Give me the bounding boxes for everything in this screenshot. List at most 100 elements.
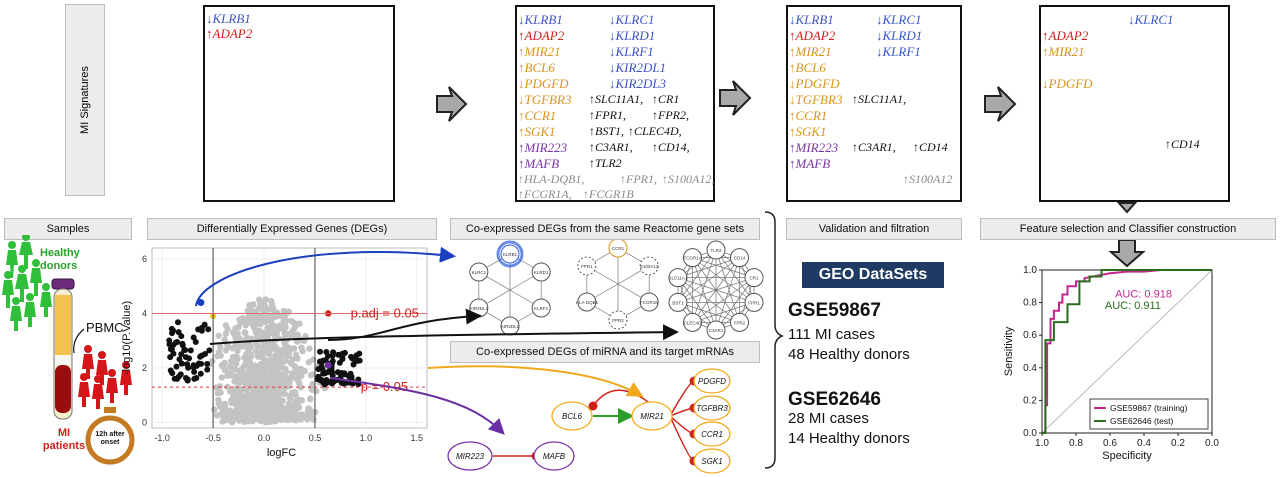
network-node-label: KIR2DL3 [470,306,489,311]
gene-label: ↑SLC11A1, [589,92,644,106]
network-node-label: FPR1 [581,264,593,269]
gene-label: ↑CCR1 [518,108,557,123]
network-node [608,240,628,258]
auc-test-label: AUC: 0.911 [1105,300,1161,312]
nonsig-point [261,377,269,385]
nonsig-point [289,371,296,379]
arrow-to-net1 [195,246,456,307]
x-tick-label: 1.5 [411,433,424,443]
nonsig-point [273,373,281,380]
sig-point-down [182,354,189,361]
sig-point-up [350,361,357,368]
nonsig-point [221,367,229,374]
sig-point-up [339,356,346,363]
nonsig-point [259,306,266,313]
nonsig-point [242,393,250,400]
nonsig-point [234,378,242,385]
nonsig-point [268,408,275,416]
nonsig-point [209,357,216,365]
bcl6-node-label: BCL6 [562,412,583,421]
padj-label: p.adj = 0.05 [351,305,419,320]
nonsig-point [294,401,301,409]
nonsig-point [247,342,254,349]
clock-icon [85,407,135,465]
nonsig-point [221,359,228,367]
gene-label: ↑CD14 [913,140,948,154]
nonsig-point [232,334,239,341]
target-node-label: CCR1 [701,430,723,439]
grouping-brace [764,211,784,469]
arrow-to-mir223 [329,377,505,435]
nonsig-point [271,329,278,337]
nonsig-point [236,403,243,410]
network-edge [677,257,740,278]
nonsig-point [251,413,259,421]
signature-box-1 [203,5,395,202]
x-tick-label: 0.5 [309,433,322,443]
process-arrow-3 [984,86,1017,122]
gse2-id: GSE62646 [788,389,881,410]
network-node-label: FPR1 [748,300,760,305]
network-node-label: FCGR1B [640,300,658,305]
sig-point-up [347,370,354,377]
network-node [706,240,726,260]
nonsig-point [279,379,286,386]
mir21-target-edge [669,415,699,466]
gene-label: ↑CD14 [1165,137,1200,151]
network-node-label: CCR1 [612,246,625,251]
network-node [531,262,551,282]
gene-label: ↑ADAP2 [789,28,836,43]
gse2-cases: 28 MI cases [788,410,869,427]
nonsig-point [213,412,221,419]
gene-label: ↑SLC11A1, [852,92,907,106]
nonsig-point [222,347,230,354]
nonsig-point [218,374,226,381]
network-node [500,244,520,264]
nonsig-point [296,396,303,404]
sig-point-up [318,363,325,370]
mir21-target-edge [669,376,699,417]
gene-label: ↑FCGR1B [583,187,634,201]
sig-point-down [190,334,197,341]
sig-point-down [197,370,204,377]
nonsig-point [259,317,267,325]
nonsig-point [272,378,280,385]
network-node-label: FPR2 [612,318,624,323]
network-node [639,256,659,276]
nonsig-point [212,384,220,391]
sig-point-up [341,349,348,356]
gene-label: ↑S100A12, [662,172,715,186]
nonsig-point [307,371,315,379]
arrow-to-net3 [209,324,679,345]
nonsig-point [246,359,254,366]
y-tick-label: 0.4 [1023,363,1037,374]
gene-label: ↑BCL6 [789,60,826,75]
nonsig-point [275,395,282,402]
network-node-label: KLRC1 [472,270,487,275]
gene-label: ↑CR1 [652,92,680,106]
blood-tube-icon [51,278,75,420]
sig-point-up [316,358,323,365]
nonsig-point [270,307,277,314]
target-node [693,368,731,394]
sig-point-down [179,342,186,349]
gene-label: ↓KLRB1 [518,12,563,27]
nonsig-point [259,347,267,354]
nonsig-point [272,313,279,321]
gene-label: ↑MIR21 [518,44,561,59]
gene-label: ↓KLRC1 [1128,12,1174,27]
sig-point-down [204,366,211,373]
network-node-label: SLC11A1 [668,276,687,281]
sig-point-down [190,362,197,369]
nonsig-point [236,316,243,323]
nonsig-point [291,409,299,416]
gene-label: ↓KLRF1 [609,44,654,59]
sig-point-down [201,321,208,328]
sig-point-down [174,339,181,346]
mir21-target-edge [669,415,699,439]
gene-label: ↓KLRC1 [609,12,655,27]
sig-point-down [204,360,211,367]
y-tick-label: 0 [142,418,147,428]
